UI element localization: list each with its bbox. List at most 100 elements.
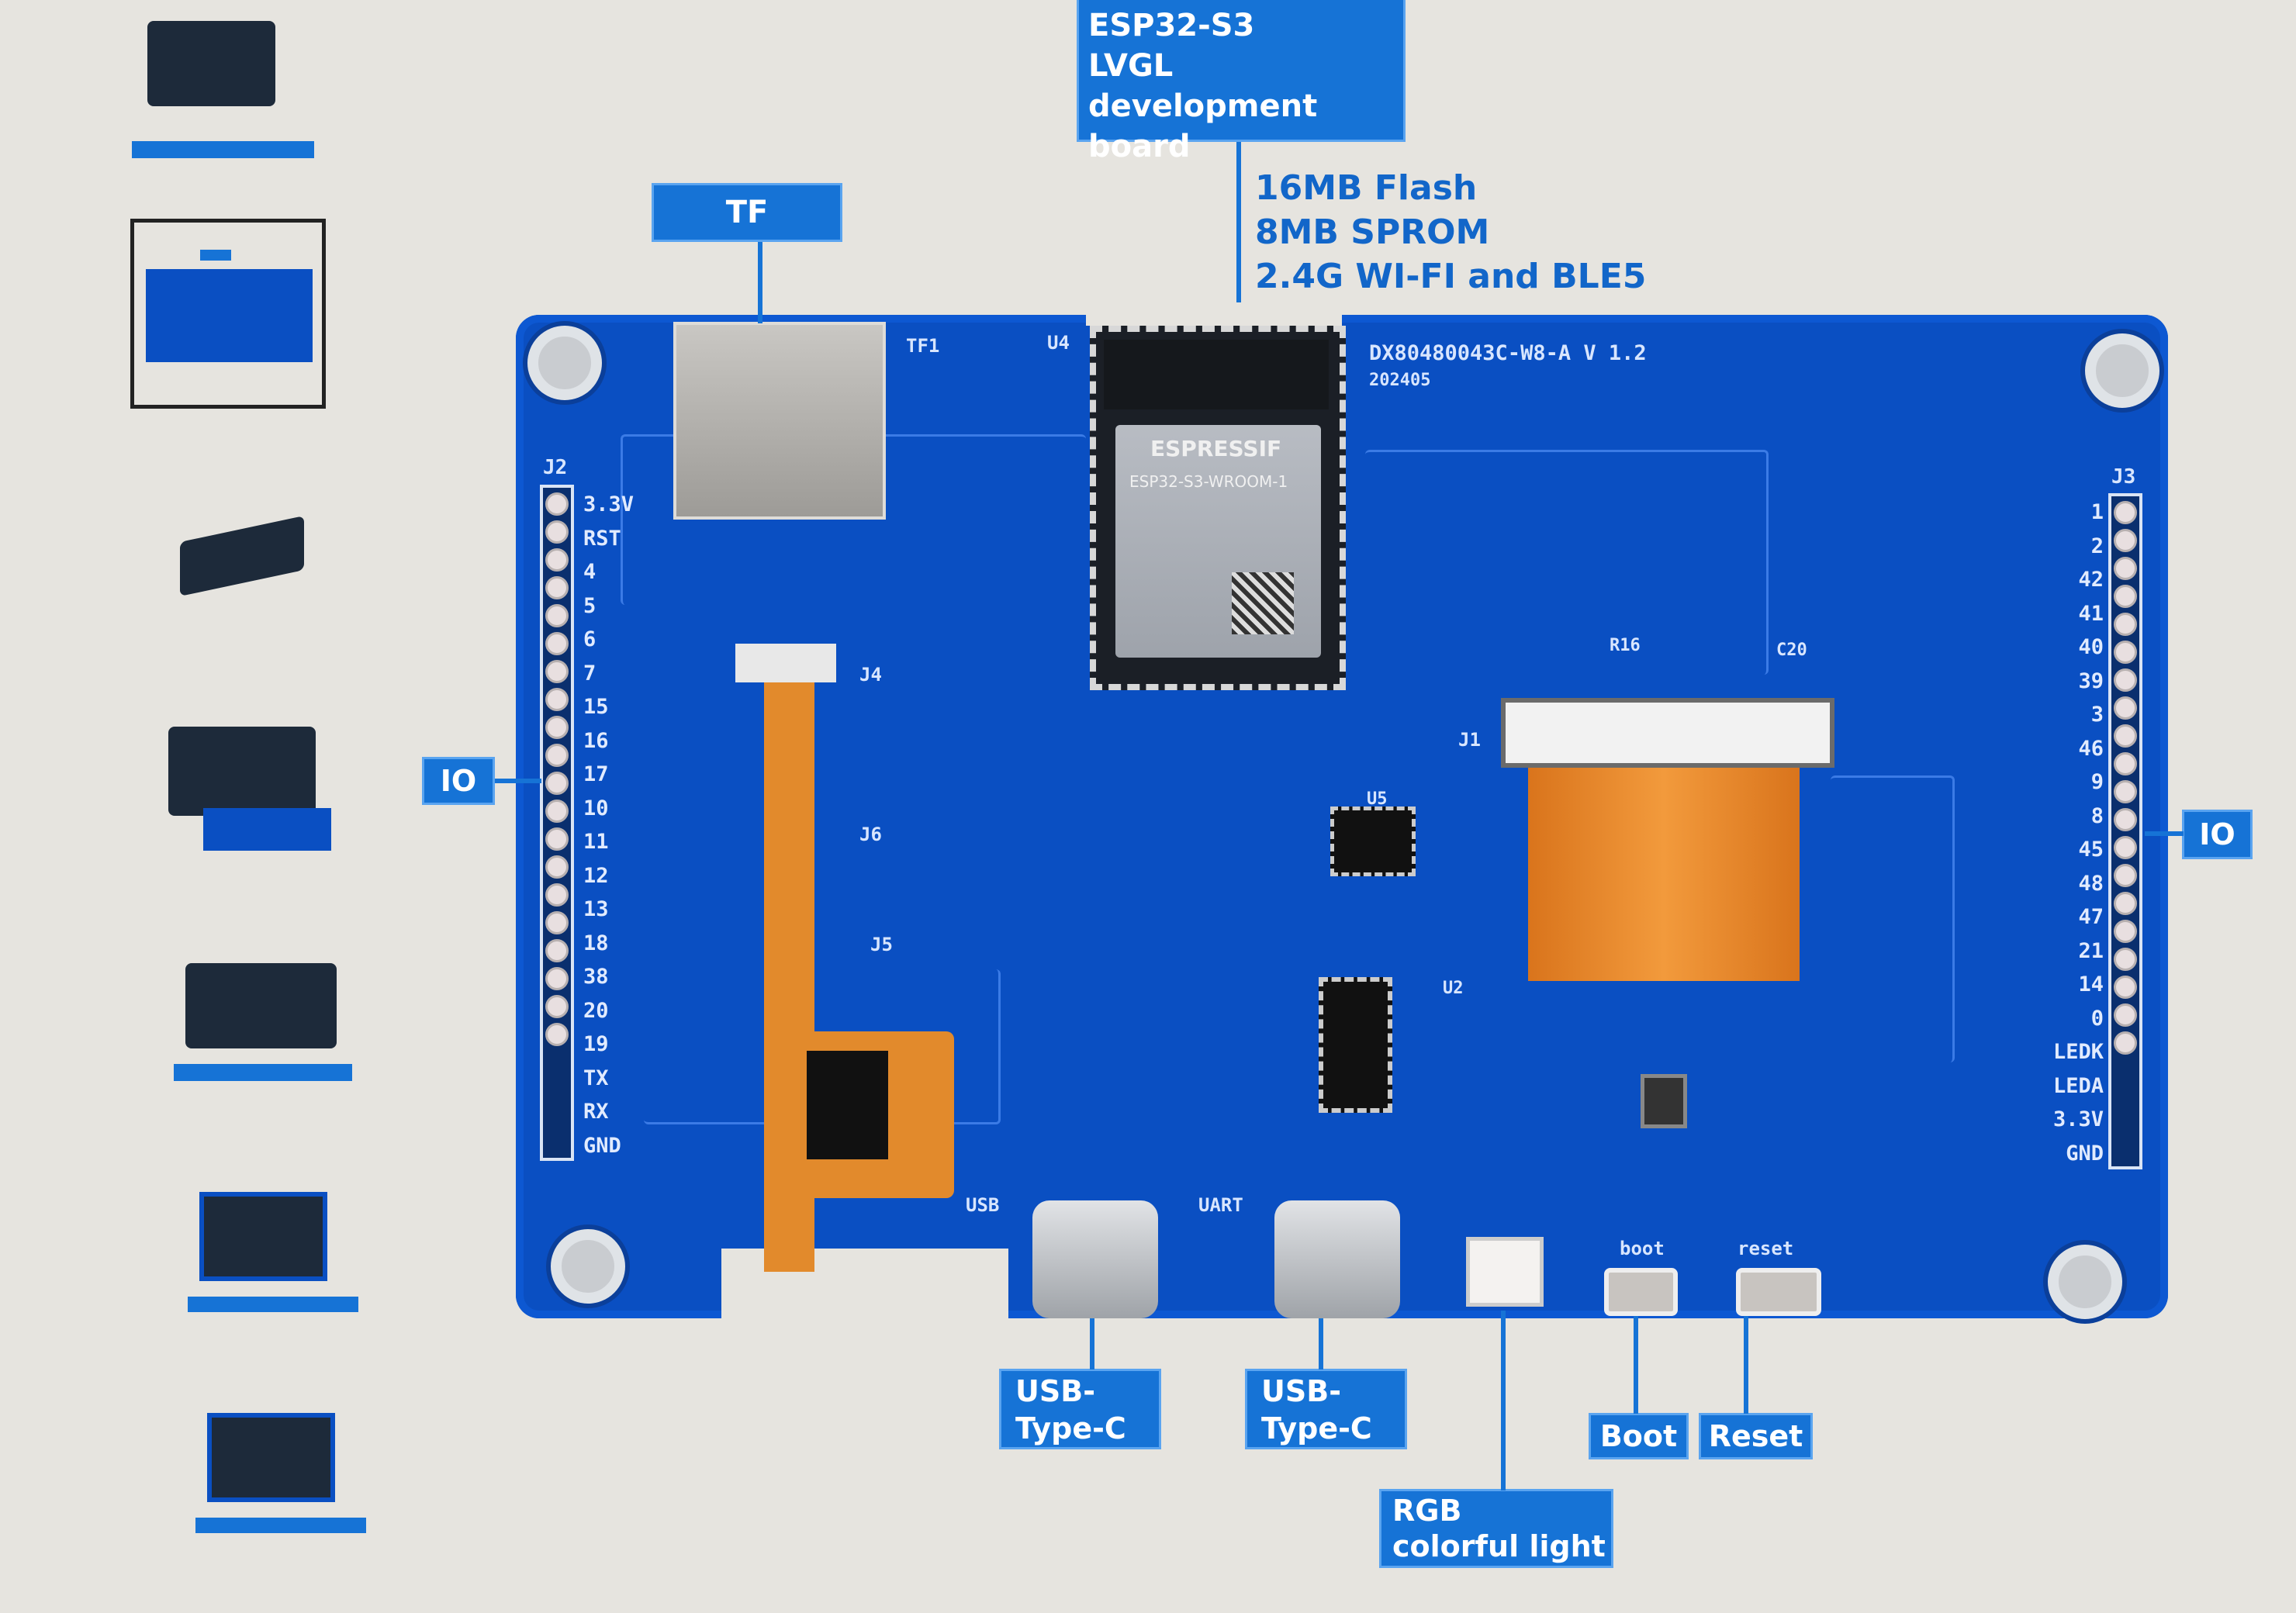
pin-label: 42 (2078, 568, 2104, 592)
pin-label: 20 (583, 998, 609, 1023)
trace (1831, 775, 1955, 1062)
mount-hole-tr (2085, 333, 2159, 408)
header-pin (2114, 585, 2137, 608)
mount-hole-bl (551, 1229, 625, 1304)
pin-label: 40 (2078, 635, 2104, 659)
header-pin (545, 1023, 569, 1046)
boot-leader-line (1634, 1316, 1638, 1414)
pin-label: 1 (2090, 500, 2104, 524)
display-flex-cable (1528, 768, 1800, 981)
silk-j4: J4 (859, 664, 882, 686)
pin-label: 45 (2078, 838, 2104, 862)
usb-c-port-2[interactable] (1274, 1200, 1400, 1318)
silk-u5: U5 (1367, 789, 1388, 809)
pin-label: 18 (583, 931, 609, 955)
header-pin (2114, 892, 2137, 915)
pin-label: RX (583, 1100, 609, 1124)
header-pin (545, 995, 569, 1018)
header-pin (545, 548, 569, 572)
reset-callout: Reset (1699, 1413, 1813, 1459)
silk-u2: U2 (1443, 979, 1464, 998)
pin-label: 6 (583, 627, 596, 651)
thumbnail-1[interactable] (130, 0, 316, 163)
pin-label: 8 (2090, 803, 2104, 828)
header-pin (2114, 808, 2137, 831)
thumbnail-2-selected[interactable] (130, 219, 326, 409)
silk-j6: J6 (859, 824, 882, 845)
pin-label: 15 (583, 695, 609, 719)
trace (1365, 450, 1769, 675)
mount-hole-br (2048, 1245, 2122, 1319)
mount-hole-tl (527, 326, 602, 400)
io-right-callout: IO (2182, 810, 2253, 859)
boot-callout: Boot (1589, 1413, 1689, 1459)
pin-label: 17 (583, 762, 609, 786)
module-name: ESP32-S3-WROOM-1 (1129, 472, 1288, 491)
pin-header-j3 (2108, 493, 2142, 1169)
silk-boot: boot (1620, 1238, 1665, 1259)
pin-label: LEDK (2052, 1040, 2104, 1064)
silk-r16: R16 (1610, 636, 1641, 655)
usb2-leader-line (1319, 1318, 1323, 1369)
pin-label: 12 (583, 863, 609, 888)
header-pin (2114, 864, 2137, 887)
header-pin (545, 576, 569, 599)
usb-c-port-1[interactable] (1032, 1200, 1158, 1318)
pin-label: 0 (2090, 1006, 2104, 1031)
board-model-text: DX80480043C-W8-A V 1.2 (1369, 341, 1647, 365)
pin-label: 3.3V (583, 492, 635, 516)
product-title-box: ESP32-S3 LVGL development board (1077, 0, 1406, 164)
reset-button[interactable] (1736, 1268, 1821, 1316)
pin-label: 38 (583, 965, 609, 989)
pin-label: 2 (2090, 534, 2104, 558)
boot-button[interactable] (1604, 1268, 1678, 1316)
pin-label: 14 (2078, 972, 2104, 996)
thumbnail-6[interactable] (178, 1155, 361, 1318)
title-line-3: development board (1088, 88, 1318, 164)
header-pin (545, 855, 569, 879)
touch-ic (807, 1051, 888, 1159)
header-pin (2114, 613, 2137, 636)
header-pin (2114, 1003, 2137, 1027)
silk-usb: USB (966, 1194, 1000, 1216)
title-leader-line (1236, 142, 1241, 328)
header-pin (2114, 948, 2137, 971)
title-line-1: ESP32-S3 (1088, 8, 1255, 43)
pin-label: TX (583, 1066, 609, 1090)
pin-label: 41 (2078, 601, 2104, 626)
silk-j3: J3 (2111, 465, 2136, 489)
header-pin (2114, 976, 2137, 999)
usb1-leader-line (1090, 1318, 1094, 1369)
silk-reset: reset (1738, 1238, 1794, 1259)
io-left-callout: IO (422, 757, 495, 805)
header-pin (545, 492, 569, 516)
thumbnail-5[interactable] (172, 958, 354, 1086)
thumbnail-7[interactable] (190, 1376, 368, 1539)
header-pin (545, 604, 569, 627)
pin-label: LEDA (2052, 1073, 2104, 1098)
header-pin (2114, 696, 2137, 720)
rgb-light-callout: RGB colorful light (1379, 1489, 1613, 1568)
pin-label: 16 (583, 728, 609, 753)
header-pin (2114, 752, 2137, 775)
board-date-text: 202405 (1369, 371, 1431, 390)
pin-label: 19 (583, 1032, 609, 1056)
io-left-leader-line (495, 779, 541, 783)
header-pin (2114, 780, 2137, 803)
silk-u4: U4 (1047, 332, 1070, 354)
silk-j1: J1 (1458, 729, 1481, 751)
chip-u2 (1319, 977, 1392, 1113)
inductor-l2 (1641, 1074, 1687, 1128)
usb-type-c-callout-2: USB- Type-C (1245, 1369, 1407, 1449)
pin-label: GND (583, 1133, 621, 1158)
pin-label: 47 (2078, 905, 2104, 929)
qr-code (1232, 572, 1294, 634)
pin-label: 48 (2078, 871, 2104, 896)
thumbnail-3[interactable] (171, 512, 314, 597)
header-pin (545, 660, 569, 683)
silk-c20: C20 (1776, 641, 1807, 660)
tf-callout: TF (652, 183, 842, 242)
thumbnail-4[interactable] (163, 721, 334, 857)
pin-label: 7 (583, 661, 596, 686)
silk-uart: UART (1198, 1194, 1243, 1216)
